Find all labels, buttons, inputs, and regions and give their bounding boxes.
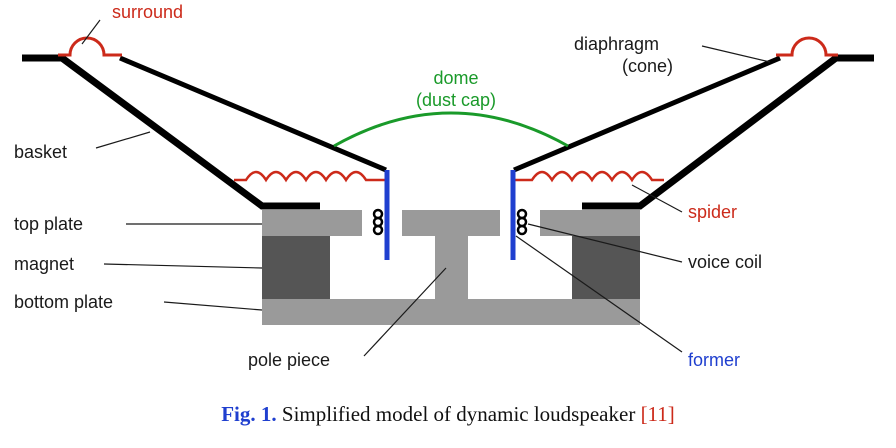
label-diaphragm: diaphragm	[574, 34, 659, 54]
magnet-right	[572, 236, 640, 299]
leader-lines	[81, 19, 771, 357]
label-top-plate: top plate	[14, 214, 83, 234]
pole-piece-stem	[435, 236, 468, 299]
label-bottom-plate: bottom plate	[14, 292, 113, 312]
voice-coil	[372, 208, 528, 236]
magnet-left	[262, 236, 330, 299]
bottom-plate	[262, 299, 640, 325]
label-former: former	[688, 350, 740, 370]
label-dome: dome	[433, 68, 478, 88]
label-dust-cap: (dust cap)	[416, 90, 496, 110]
figure-caption: Fig. 1. Simplified model of dynamic loud…	[0, 402, 896, 427]
label-diaphragm-cone: (cone)	[622, 56, 673, 76]
top-plate-left	[262, 210, 362, 236]
caption-text: Simplified model of dynamic loudspeaker	[276, 402, 641, 426]
caption-fig-number: Fig. 1.	[221, 402, 277, 426]
label-magnet: magnet	[14, 254, 74, 274]
former	[384, 170, 516, 260]
surround	[58, 36, 838, 57]
dome-dust-cap	[333, 111, 569, 148]
label-voice-coil: voice coil	[688, 252, 762, 272]
diaphragm-cone	[119, 55, 781, 173]
label-spider: spider	[688, 202, 737, 222]
pole-piece-top	[402, 210, 500, 236]
label-basket: basket	[14, 142, 67, 162]
basket	[22, 54, 874, 210]
spider	[234, 170, 664, 183]
label-pole-piece: pole piece	[248, 350, 330, 370]
caption-reference: [11]	[640, 402, 675, 426]
top-plate-right	[540, 210, 640, 236]
label-surround: surround	[112, 2, 183, 22]
